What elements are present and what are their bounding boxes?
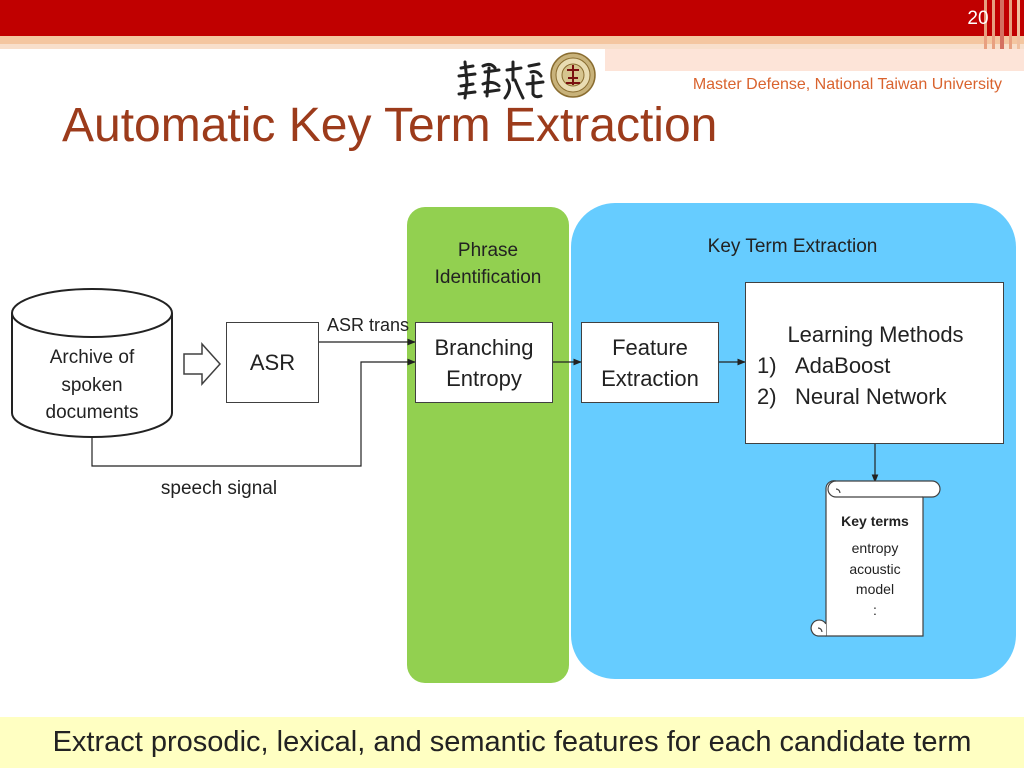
speech-signal-connector — [91, 358, 416, 467]
footer-caption: Extract prosodic, lexical, and semantic … — [52, 726, 972, 758]
top-stripe-light — [0, 44, 1024, 49]
footer-highlight — [0, 717, 1024, 768]
presentation-subtitle: Master Defense, National Taiwan Universi… — [692, 76, 1002, 93]
learning-methods-list: 1)AdaBoost 2)Neural Network — [757, 350, 947, 412]
key-term-item: model — [855, 581, 895, 597]
top-bar — [0, 0, 1024, 36]
slide-title: Automatic Key Term Extraction — [62, 99, 718, 152]
key-term-item: entropy — [851, 540, 899, 556]
university-seal-icon — [550, 52, 596, 98]
slide-number: 20 — [967, 8, 989, 29]
asr-box: ASR — [226, 322, 319, 403]
right-bars-decoration — [984, 0, 1024, 49]
learning-methods-box: Learning Methods 1)AdaBoost 2)Neural Net… — [745, 282, 1004, 444]
branching-entropy-box: Branching Entropy — [415, 322, 553, 403]
archive-cylinder-shape — [11, 288, 173, 438]
university-logo-calligraphy — [455, 58, 545, 102]
key-terms-scroll-shape — [810, 480, 941, 637]
phrase-identification-label: Phrase Identification — [434, 240, 542, 288]
block-arrow-icon — [183, 342, 222, 386]
asr-trans-label: ASR trans — [326, 315, 410, 335]
header-strip — [605, 49, 1024, 71]
key-term-extraction-label: Key Term Extraction — [707, 236, 878, 257]
key-terms-scroll: Key terms entropy acoustic model : — [829, 510, 921, 620]
feature-extraction-box: Feature Extraction — [581, 322, 719, 403]
phrase-identification-panel — [407, 207, 569, 683]
learning-methods-heading: Learning Methods — [787, 322, 964, 347]
key-terms-heading: Key terms — [841, 513, 909, 529]
key-term-item: acoustic — [849, 560, 901, 577]
key-term-item: : — [873, 601, 877, 618]
speech-signal-label: speech signal — [160, 478, 278, 499]
archive-label: Archive of spoken documents — [45, 347, 139, 423]
list-item: 2)Neural Network — [757, 384, 947, 409]
top-stripe — [0, 36, 1024, 44]
list-item: 1)AdaBoost — [757, 353, 891, 378]
